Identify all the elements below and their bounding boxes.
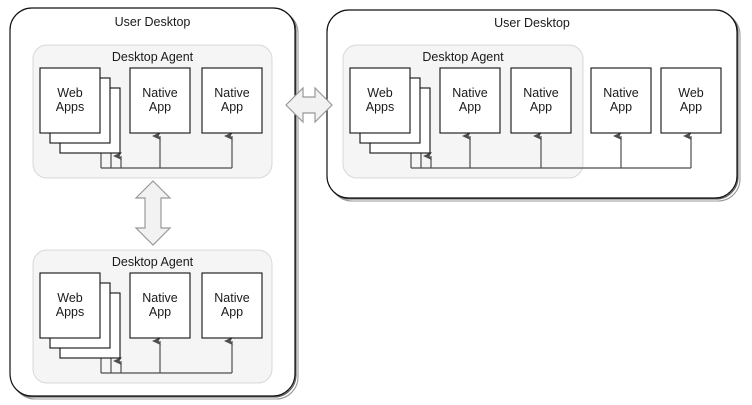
vertical-double-arrow-shape[interactable] bbox=[134, 180, 172, 246]
vertical-double-arrow-connector[interactable] bbox=[134, 180, 172, 246]
native-app-box-2[interactable] bbox=[201, 272, 263, 339]
right-desktop-agent-group bbox=[342, 44, 691, 179]
native-app-box-2[interactable] bbox=[201, 67, 263, 134]
native-app-box-2[interactable] bbox=[510, 67, 572, 134]
bottom-left-agent-wiring bbox=[93, 336, 233, 374]
bottom-left-desktop-agent-group bbox=[32, 249, 273, 384]
horizontal-double-arrow-connector[interactable] bbox=[285, 86, 333, 124]
standalone-native-app-box[interactable] bbox=[590, 67, 652, 134]
standalone-web-app-box[interactable] bbox=[660, 67, 722, 134]
web-apps-stack-front[interactable] bbox=[39, 67, 101, 134]
native-app-box-1[interactable] bbox=[129, 67, 191, 134]
web-apps-stack-front[interactable] bbox=[349, 67, 411, 134]
top-left-desktop-agent-group bbox=[32, 44, 273, 179]
native-app-box-1[interactable] bbox=[129, 272, 191, 339]
web-apps-stack-front[interactable] bbox=[39, 272, 101, 339]
native-app-box-1[interactable] bbox=[439, 67, 501, 134]
horizontal-double-arrow-shape[interactable] bbox=[285, 86, 333, 124]
right-standalone-apps bbox=[590, 67, 722, 168]
